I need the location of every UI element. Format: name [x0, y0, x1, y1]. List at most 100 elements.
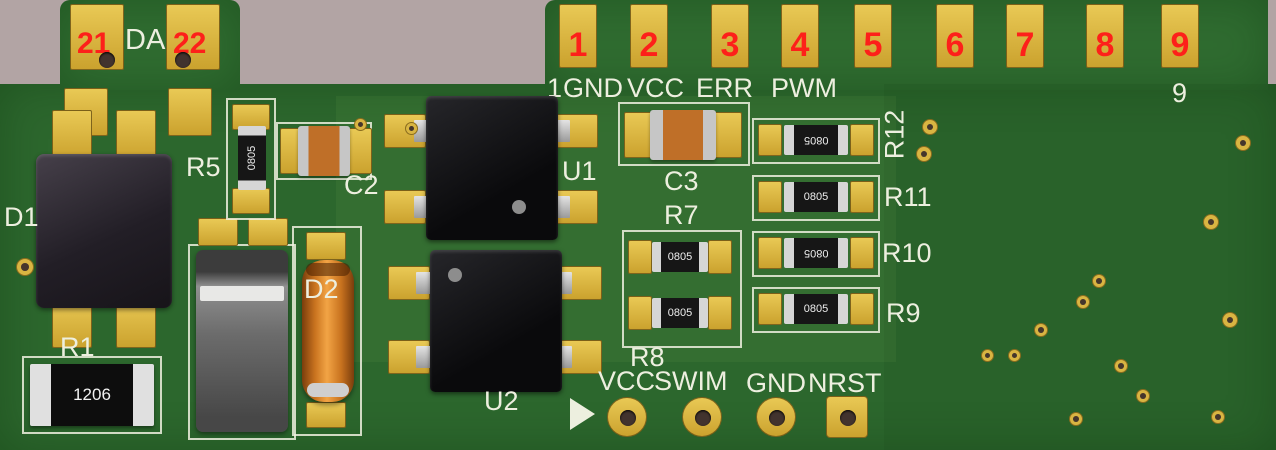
smd-pad	[168, 88, 212, 136]
silk-outline-r10	[752, 231, 880, 277]
r7-marking: 0805	[667, 251, 693, 263]
via	[1069, 412, 1083, 426]
edge-pin-pad-9: 9	[1161, 4, 1199, 68]
r11-marking: 0805	[803, 191, 829, 203]
smd-pad	[116, 110, 156, 160]
silk-gnd: GND	[563, 73, 623, 103]
smd-pad	[850, 293, 874, 325]
silk-pwm: PWM	[771, 73, 837, 103]
via	[1008, 349, 1021, 362]
edge-pin-pad-8: 8	[1086, 4, 1124, 68]
smd-pad	[198, 218, 238, 246]
via	[1235, 135, 1251, 151]
refdes-d2: D2	[304, 274, 339, 304]
ic-pin	[554, 120, 570, 142]
edge-pin-pad-5: 5	[854, 4, 892, 68]
pin-number: 9	[1170, 26, 1190, 64]
via	[1092, 274, 1106, 288]
via	[1222, 312, 1238, 328]
via	[1034, 323, 1048, 337]
r1-marking: 1206	[73, 385, 111, 404]
r5-marking: 0805	[245, 145, 258, 171]
component-r7-body: 0805	[652, 242, 708, 272]
silk-outline-c3	[618, 102, 750, 166]
silk-pin9-number: 9	[1172, 78, 1188, 108]
via	[1211, 410, 1225, 424]
smd-pad	[628, 240, 652, 274]
smd-pad	[708, 296, 732, 330]
refdes-r11: R11	[884, 182, 932, 212]
silk-outline-r9	[752, 287, 880, 333]
component-r9-body: 0805	[784, 294, 848, 324]
smd-pad	[248, 218, 288, 246]
th-pad-nrst	[826, 396, 868, 438]
pad-hole	[769, 410, 785, 426]
silk-header-gnd: GND	[746, 368, 806, 398]
th-pad-swim	[682, 397, 722, 437]
silk-err: ERR	[696, 73, 754, 103]
component-r5-body: 0805	[238, 126, 266, 190]
silk-arrow-icon	[570, 398, 595, 430]
r9-marking: 0805	[803, 303, 829, 315]
pin1-dot	[512, 200, 526, 214]
pad-hole	[175, 52, 191, 68]
silk-label-da: DA	[125, 24, 166, 56]
th-pad-vcc	[607, 397, 647, 437]
component-c3-body	[650, 110, 716, 160]
smd-pad	[850, 124, 874, 156]
pad-hole	[695, 410, 711, 426]
via	[981, 349, 994, 362]
smd-pad	[708, 240, 732, 274]
component-r12-body: 0805	[784, 125, 848, 155]
component-u1-body	[426, 96, 558, 240]
via	[354, 118, 367, 131]
via	[1203, 214, 1219, 230]
edge-pin-pad-2: 2	[630, 4, 668, 68]
ic-pin	[416, 272, 432, 294]
silk-outline-cap	[188, 244, 296, 440]
d2-top-band	[306, 263, 350, 276]
smd-pad	[758, 181, 782, 213]
pad-hole	[620, 410, 636, 426]
refdes-d1: D1	[4, 202, 39, 232]
smd-pad	[306, 402, 346, 428]
edge-pin-pad-7: 7	[1006, 4, 1044, 68]
pin-number: 5	[863, 26, 883, 64]
refdes-r7: R7	[664, 200, 699, 230]
r10-marking: 0805	[803, 247, 829, 259]
r8-marking: 0805	[667, 307, 693, 319]
smd-pad	[758, 124, 782, 156]
smd-pad	[232, 188, 270, 214]
smd-pad	[758, 237, 782, 269]
smd-pad	[624, 112, 652, 158]
refdes-c3: C3	[664, 166, 699, 196]
edge-pin-pad-6: 6	[936, 4, 974, 68]
smd-pad	[306, 232, 346, 260]
smd-pad	[714, 112, 742, 158]
silk-outline-r11	[752, 175, 880, 221]
refdes-c2: C2	[344, 170, 379, 200]
pin-number: 3	[720, 26, 740, 64]
component-c2-body	[298, 126, 350, 176]
via	[405, 122, 418, 135]
via	[16, 258, 34, 276]
r12-marking: 0805	[803, 134, 829, 146]
via	[1076, 295, 1090, 309]
smd-pad	[850, 237, 874, 269]
refdes-r8: R8	[630, 342, 665, 372]
pin-number: 4	[790, 26, 810, 64]
refdes-u1: U1	[562, 156, 597, 186]
ic-pin	[554, 196, 570, 218]
refdes-u2: U2	[484, 386, 519, 416]
silk-pin1-number: 1	[547, 73, 563, 103]
component-r10-body: 0805	[784, 238, 848, 268]
capacitor-stripe	[200, 286, 284, 301]
component-r8-body: 0805	[652, 298, 708, 328]
silk-outline-r1	[22, 356, 162, 434]
pin-number: 2	[639, 26, 659, 64]
component-r1-body: 1206	[30, 364, 154, 426]
silk-header-swim: SWIM	[654, 366, 728, 396]
via	[1136, 389, 1150, 403]
pad-hole	[840, 410, 856, 426]
